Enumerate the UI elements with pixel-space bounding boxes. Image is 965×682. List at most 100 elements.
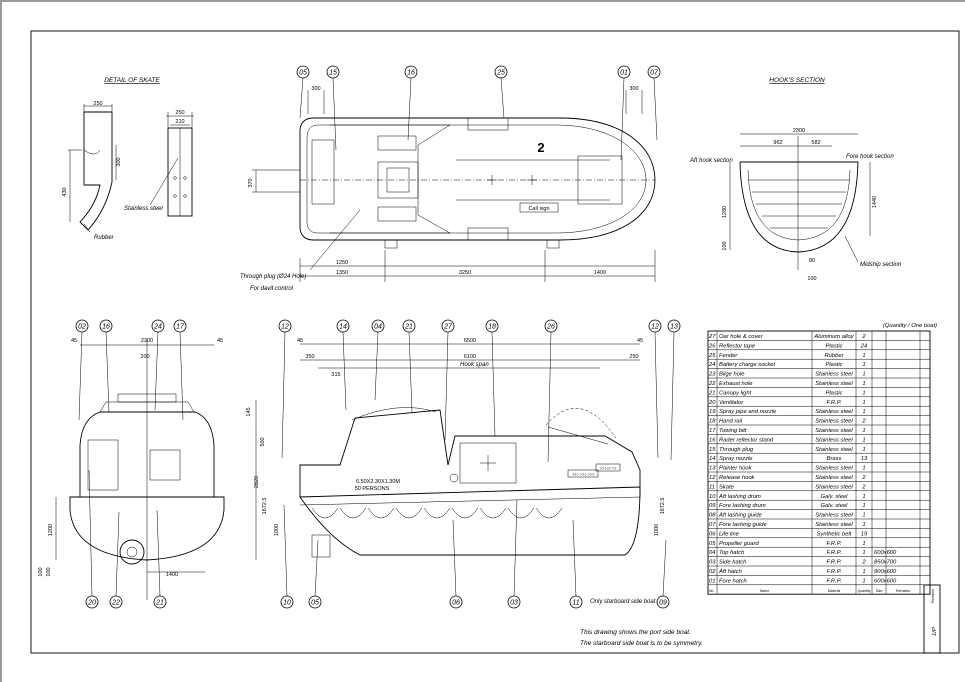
table-cell: 1: [862, 578, 865, 584]
table-cell: Towing bitt: [719, 428, 747, 434]
callout-bubble: [494, 65, 508, 79]
callout-number: 17: [176, 324, 185, 331]
callout-bubble: [371, 319, 385, 333]
table-cell: Skate: [719, 484, 735, 490]
callout-number: 09: [659, 600, 667, 607]
callout-leader: [342, 331, 347, 411]
side-dim-2820: 2820: [254, 476, 260, 488]
table-cell: 11: [709, 484, 715, 490]
call-sign: Call sign: [528, 206, 549, 212]
skate-rubber-label: Rubber: [94, 235, 115, 241]
front-dim-1400: 1400: [166, 572, 178, 578]
callout-leader: [491, 331, 496, 437]
callout-number: 06: [452, 600, 460, 607]
table-cell: 15: [709, 447, 716, 453]
table-cell: 2: [861, 475, 866, 481]
table-cell: Top hatch: [719, 550, 744, 556]
plan-dim-300b: 300: [629, 86, 638, 92]
table-cell: 22: [708, 381, 716, 387]
callout-bubble: [151, 319, 165, 333]
title-block-code: 1/P: [932, 627, 938, 636]
table-cell: Plastic: [825, 390, 842, 396]
table-caption: (Quantity / One boat): [883, 323, 937, 329]
side-dim-1672a: 1672.5: [262, 498, 268, 515]
callout-bubble: [109, 595, 123, 609]
table-cell: Fore hatch: [719, 578, 747, 584]
callout-bubble: [648, 319, 662, 333]
callout-leader: [78, 331, 83, 421]
callout-leader: [662, 539, 667, 597]
table-cell: Painter hook: [719, 466, 753, 472]
callout-leader: [407, 77, 412, 141]
callout-number: 18: [488, 324, 496, 331]
callout-number: 05: [299, 70, 307, 77]
callout-leader: [452, 519, 457, 597]
front-dim-100b: 100: [46, 567, 52, 576]
table-cell: Release hook: [719, 475, 756, 481]
table-header-cell: Quantity: [857, 589, 870, 593]
table-cell: 02: [709, 569, 716, 575]
skate-dim-3: 300: [116, 157, 122, 166]
side-dim-45a: 45: [297, 338, 303, 344]
table-cell: 1: [862, 437, 865, 443]
table-cell: F.R.P.: [827, 400, 842, 406]
hook-dim-1440: 1440: [872, 196, 878, 208]
table-cell: 21: [708, 390, 715, 396]
table-cell: F.R.P.: [827, 578, 842, 584]
callout-number: 16: [102, 324, 110, 331]
skate-dim-2: 210: [175, 119, 184, 125]
side-dim-1000a: 1000: [274, 524, 280, 536]
table-row: 11 Skate Stainless steel 2: [709, 484, 866, 490]
callout-bubble: [449, 595, 463, 609]
front-dim-2300: 2300: [141, 338, 153, 344]
callout-leader: [374, 331, 379, 401]
aft-hook-label: Aft hook section: [689, 158, 733, 164]
callout-number: 24: [153, 324, 162, 331]
callout-number: 14: [339, 324, 347, 331]
table-header-cell: No.: [709, 589, 714, 593]
table-cell: Rader reflector stand: [719, 437, 774, 443]
front-dim-200: 200: [140, 354, 149, 360]
callout-bubble: [336, 319, 350, 333]
table-cell: 2: [861, 484, 866, 490]
callout-leader: [314, 539, 319, 597]
callout-bubble: [647, 65, 661, 79]
callout-number: 12: [651, 324, 659, 331]
boat-number: 2: [537, 140, 544, 155]
callout-leader: [653, 77, 658, 141]
table-cell: Stainless steel: [815, 484, 853, 490]
table-cell: Aft lashing guide: [718, 513, 763, 519]
table-cell: 900x600: [874, 569, 897, 575]
callout-number: 03: [510, 600, 518, 607]
callout-number: 16: [407, 70, 415, 77]
table-cell: 23: [708, 372, 716, 378]
table-cell: Battery charge socket: [719, 362, 775, 368]
callout-bubble: [326, 65, 340, 79]
table-cell: 850x700: [874, 560, 897, 566]
plan-dim-300a: 300: [311, 86, 320, 92]
callout-bubble: [544, 319, 558, 333]
table-cell: Stainless steel: [815, 381, 853, 387]
table-cell: 1: [862, 569, 865, 575]
table-cell: Galv. steel: [821, 494, 849, 500]
table-header-cell: Remarks: [896, 589, 910, 593]
table-cell: 14: [709, 456, 715, 462]
table-cell: 1: [862, 466, 865, 472]
hooks-title: HOOK'S SECTION: [769, 77, 825, 84]
side-dim-45b: 45: [637, 338, 643, 344]
table-cell: F.R.P.: [827, 560, 842, 566]
callout-leader: [500, 77, 505, 119]
